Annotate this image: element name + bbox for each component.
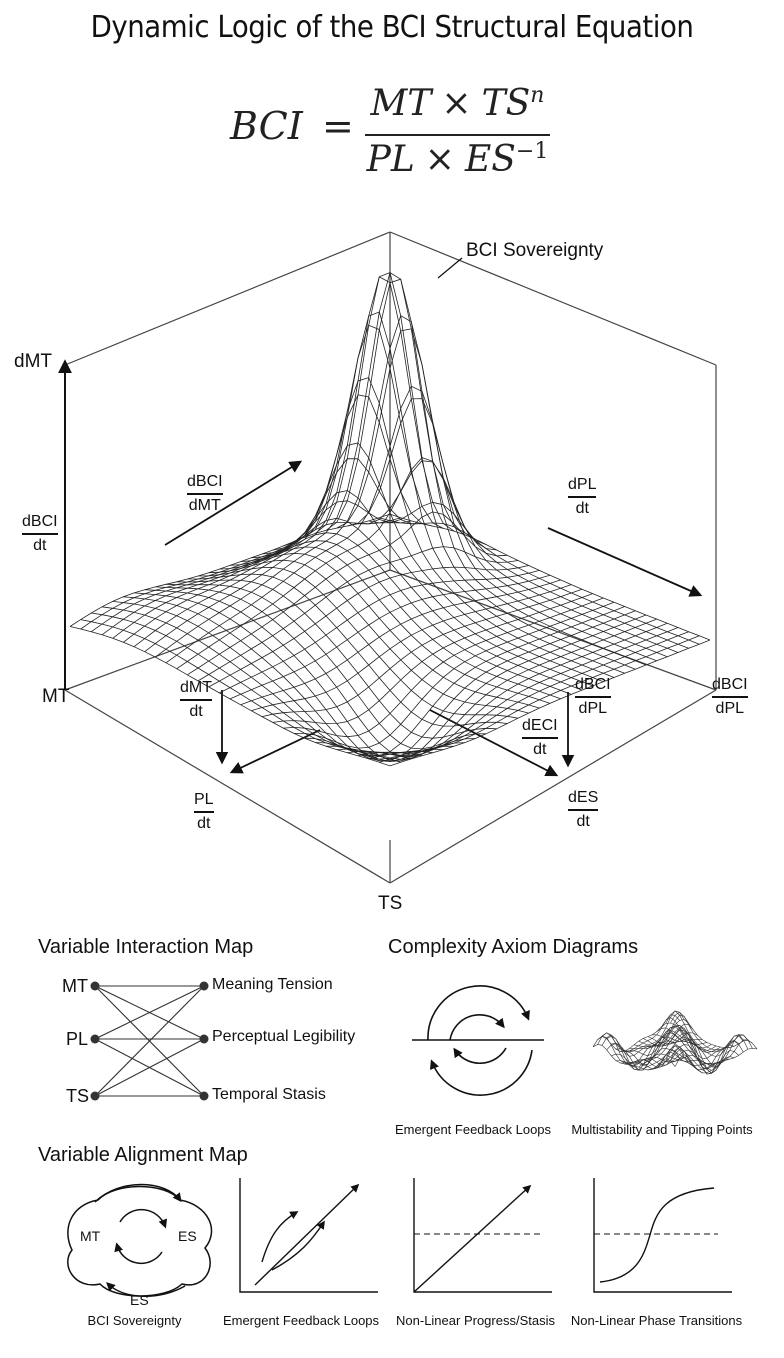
multistability-mesh-line <box>665 1010 749 1053</box>
cycle-label-mt: MT <box>80 1228 101 1244</box>
flow-arrow-des-dt <box>429 709 559 777</box>
multistability-mesh-line <box>601 1010 685 1053</box>
interaction-map-title: Variable Interaction Map <box>38 936 254 958</box>
mesh-line <box>389 513 711 641</box>
axis-label-ts: TS <box>378 893 403 914</box>
flow-arrow-dbci-dmt <box>164 460 303 546</box>
multistability-mesh-line <box>606 1014 689 1057</box>
equation-numerator: MT × TSn <box>365 82 550 124</box>
bci-equation: BCI = MT × TSn PL × ES−1 <box>230 82 570 182</box>
mesh-line <box>357 460 679 653</box>
peak-leader <box>437 257 463 279</box>
map-left-label-ts: TS <box>66 1086 90 1106</box>
node-mt-left <box>90 981 100 991</box>
denominator-times: × <box>424 139 455 180</box>
node-meaning-tension <box>199 981 209 991</box>
mesh-line <box>112 394 433 639</box>
axis-label-dmt: dMT <box>14 351 52 372</box>
equation-lhs: BCI <box>230 104 303 148</box>
cycle-label-es-right: ES <box>178 1228 197 1244</box>
node-perceptual-legibility <box>199 1034 209 1044</box>
surface-mesh <box>69 271 711 767</box>
mesh-line <box>101 458 423 636</box>
mini-chart-phase <box>593 1178 732 1293</box>
multistability-mesh-line <box>597 1014 680 1052</box>
mesh-line <box>368 501 689 649</box>
axis-label-mt: MT <box>42 686 70 707</box>
equation-equals: = <box>322 104 354 148</box>
denominator-pl: PL <box>366 139 415 180</box>
caption-emergent-feedback-loops: Emergent Feedback Loops <box>394 1122 552 1137</box>
cycle-label-es-bottom: ES <box>130 1292 149 1308</box>
mesh-line <box>80 517 401 630</box>
alignment-caption-phase: Non-Linear Phase Transitions <box>570 1313 743 1328</box>
mesh-line <box>69 513 391 627</box>
numerator-times: × <box>441 83 472 124</box>
map-right-label-temporal-stasis: Temporal Stasis <box>212 1086 326 1103</box>
alignment-map-title: Variable Alignment Map <box>38 1144 248 1166</box>
complexity-title: Complexity Axiom Diagrams <box>388 936 639 958</box>
numerator-exponent: n <box>530 83 545 108</box>
equation-fraction-bar <box>365 134 550 136</box>
flow-arrow-dpl <box>547 527 703 597</box>
equation-denominator: PL × ES−1 <box>365 138 550 180</box>
page-title: Dynamic Logic of the BCI Structural Equa… <box>90 10 694 45</box>
caption-multistability: Multistability and Tipping Points <box>571 1122 753 1137</box>
alignment-caption-feedback: Emergent Feedback Loops <box>222 1313 380 1328</box>
mesh-line <box>347 398 668 658</box>
alignment-caption-progress: Non-Linear Progress/Stasis <box>396 1313 555 1328</box>
mesh-line <box>123 324 444 643</box>
node-temporal-stasis <box>199 1091 209 1101</box>
node-ts-left <box>90 1091 100 1101</box>
denominator-es: ES <box>464 139 516 180</box>
mesh-line <box>91 500 412 633</box>
node-pl-left <box>90 1034 100 1044</box>
flow-arrow-pl-dt <box>229 729 321 774</box>
multistability-mesh-line <box>592 1022 676 1052</box>
alignment-caption-sovereignty: BCI Sovereignty <box>87 1313 182 1328</box>
mesh-line <box>379 517 700 645</box>
map-right-label-meaning-tension: Meaning Tension <box>212 976 333 993</box>
mini-chart-progress <box>413 1178 552 1293</box>
peak-label: BCI Sovereignty <box>466 240 604 261</box>
mini-chart-feedback <box>239 1178 378 1293</box>
multistability-mesh-line <box>670 1011 753 1051</box>
map-left-label-mt: MT <box>62 976 88 996</box>
map-right-label-perceptual-legibility: Perceptual Legibility <box>212 1028 356 1045</box>
map-left-label-pl: PL <box>66 1029 89 1049</box>
numerator-ts: TS <box>481 83 531 124</box>
multistability-mesh-line <box>674 1019 758 1050</box>
numerator-mt: MT <box>370 83 432 124</box>
denominator-exponent: −1 <box>515 139 549 164</box>
